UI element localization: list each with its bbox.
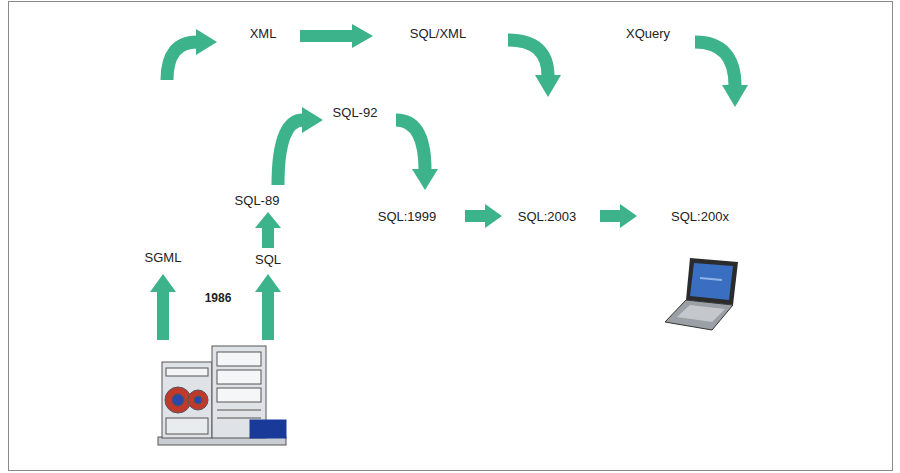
standard-label: SQL-92	[333, 106, 378, 119]
curved-arrow	[167, 42, 197, 80]
standard-label: XQuery	[626, 27, 670, 40]
curved-arrow	[278, 120, 303, 185]
mainframe-illustration	[158, 346, 286, 445]
block-arrow	[465, 204, 502, 228]
arrow-head	[535, 75, 561, 97]
arrow-head	[412, 169, 438, 190]
standard-label: SQL:1999	[378, 210, 437, 223]
year-label: 1986	[205, 292, 232, 304]
block-arrow	[150, 274, 176, 340]
arrow-head	[722, 85, 748, 107]
curved-arrow	[508, 40, 548, 76]
standard-label: SQL:2003	[518, 210, 577, 223]
arrow-head	[196, 29, 217, 55]
curved-arrow	[695, 42, 735, 86]
standard-label: SQL/XML	[410, 27, 466, 40]
standard-label: XML	[250, 27, 277, 40]
block-arrow	[600, 204, 637, 228]
curved-arrow	[396, 120, 425, 170]
laptop-illustration	[665, 258, 738, 330]
standard-label: SQL:200x	[671, 210, 729, 223]
block-arrow	[300, 24, 373, 48]
block-arrow	[255, 274, 281, 340]
frame	[9, 2, 893, 471]
arrow-head	[302, 107, 323, 133]
standard-label: SQL	[255, 253, 281, 266]
standard-label: SQL-89	[235, 194, 280, 207]
green-arrows	[150, 24, 748, 340]
standard-label: SGML	[145, 251, 182, 264]
block-arrow	[255, 212, 281, 248]
